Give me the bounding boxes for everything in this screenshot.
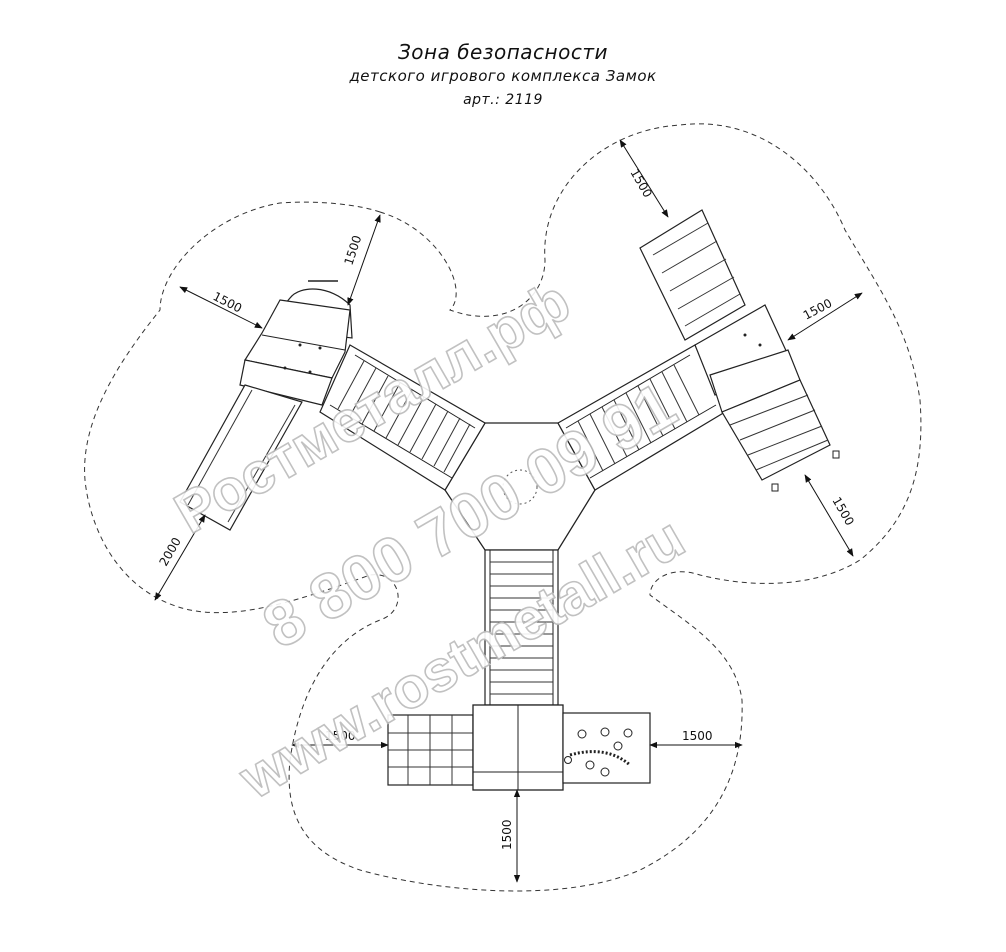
safety-zone-boundary bbox=[84, 123, 922, 892]
slide bbox=[179, 384, 303, 531]
article-number: арт.: 2119 bbox=[463, 92, 543, 108]
dim-line-slide-bottom bbox=[154, 514, 206, 601]
dim-line-ladder-top bbox=[619, 139, 669, 218]
right-tower bbox=[639, 209, 840, 492]
dim-bottom-left: 1500 bbox=[325, 729, 356, 743]
bottom-bridge bbox=[484, 549, 559, 706]
bottom-tower bbox=[387, 704, 651, 791]
dim-line-slide-top bbox=[347, 214, 381, 306]
drawing-title: Зона безопасности bbox=[397, 40, 609, 64]
dim-bottom-right: 1500 bbox=[682, 729, 713, 743]
dim-slide-bottom: 2000 bbox=[156, 535, 183, 568]
right-bridge bbox=[557, 344, 726, 491]
dim-ladder-top: 1500 bbox=[627, 167, 654, 200]
dim-slide-side: 1500 bbox=[211, 289, 245, 315]
dim-line-steps-right bbox=[804, 474, 854, 557]
dim-ladder-right: 1500 bbox=[801, 296, 835, 323]
dim-line-ladder-right bbox=[787, 292, 863, 341]
ladder bbox=[639, 209, 746, 341]
dim-line-slide-side bbox=[179, 286, 263, 329]
dim-bottom-down: 1500 bbox=[500, 819, 514, 850]
left-bridge bbox=[319, 344, 486, 491]
platform-hatch bbox=[502, 469, 538, 505]
drawing-subtitle: детского игрового комплекса Замок bbox=[349, 67, 657, 85]
dim-slide-top: 1500 bbox=[342, 234, 365, 267]
left-tower bbox=[179, 280, 353, 531]
